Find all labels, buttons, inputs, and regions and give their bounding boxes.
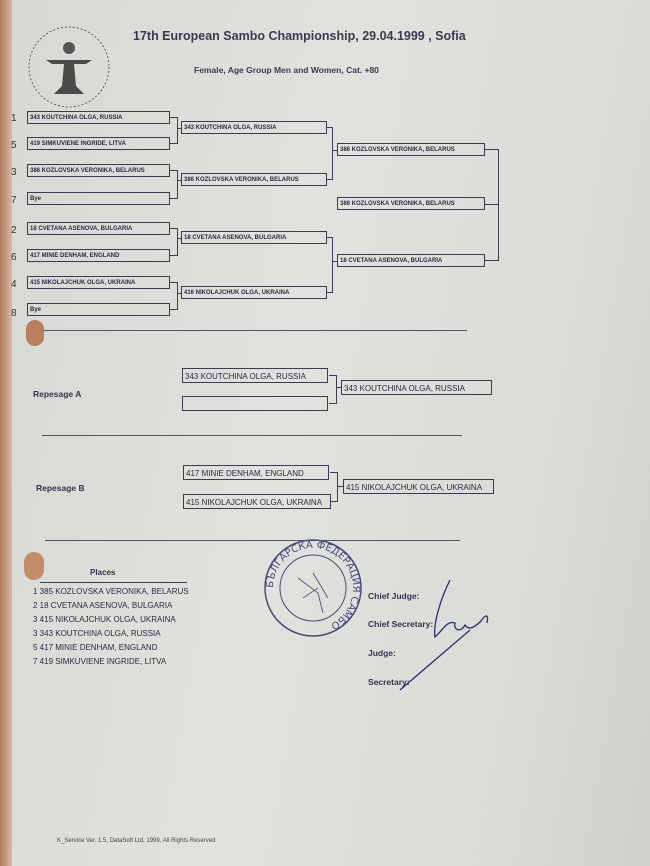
category-subtitle: Female, Age Group Men and Women, Cat. +8… — [194, 65, 379, 75]
connector — [327, 237, 332, 238]
binder-hole — [24, 552, 44, 580]
repesage-entry: 343 KOUTCHINA OLGA, RUSSIA — [182, 368, 328, 383]
connector — [332, 150, 337, 151]
connector — [336, 387, 341, 388]
bracket-entry: Bye — [27, 303, 170, 316]
place-item: 2 18 CVETANA ASENOVA, BULGARIA — [33, 601, 173, 610]
connector — [177, 293, 181, 294]
bracket-entry: 386 KOZLOVSKA VERONIKA, BELARUS — [27, 164, 170, 177]
connector — [170, 170, 177, 171]
connector — [337, 472, 338, 502]
footer-copyright: K_Service Ver. 1.5, DataSoft Ltd. 1999, … — [57, 838, 216, 844]
connector — [177, 228, 178, 256]
connector — [327, 127, 332, 128]
bracket-entry: 419 SIMKUVIENE INGRIDE, LITVA — [27, 137, 170, 150]
connector — [170, 143, 177, 144]
repesage-entry: 417 MINIE DENHAM, ENGLAND — [183, 465, 329, 480]
connector — [485, 260, 498, 261]
connector — [327, 292, 332, 293]
connector — [177, 128, 181, 129]
seed-number: 8 — [11, 308, 17, 319]
page-title: 17th European Sambo Championship, 29.04.… — [133, 29, 466, 43]
connector — [170, 309, 177, 310]
seed-number: 3 — [11, 167, 17, 178]
federation-stamp: БЪЛГАРСКА ФЕДЕРАЦИЯ САМБО — [264, 539, 362, 637]
signature — [399, 579, 489, 691]
connector — [177, 117, 178, 144]
connector — [177, 282, 178, 310]
bracket-entry: 415 NIKOLAJCHUK OLGA, UKRAINA — [27, 276, 170, 289]
connector — [170, 228, 177, 229]
connector — [498, 149, 499, 261]
connector — [332, 261, 337, 262]
repesage-b-label: Repesage B — [36, 483, 85, 493]
bracket-entry: 386 KOZLOVSKA VERONIKA, BELARUS — [337, 143, 485, 156]
bracket-entry: 18 CVETANA ASENOVA, BULGARIA — [27, 222, 170, 235]
bracket-entry: 343 KOUTCHINA OLGA, RUSSIA — [181, 121, 327, 134]
connector — [177, 170, 178, 199]
repesage-entry — [182, 396, 328, 411]
binder-hole — [26, 320, 44, 346]
connector — [329, 403, 336, 404]
connector — [170, 198, 177, 199]
paper-edge — [0, 0, 12, 866]
connector — [330, 472, 337, 473]
secretary-label: Secretary: — [368, 677, 410, 687]
connector — [329, 375, 336, 376]
bracket-entry: 416 NIKOLAJCHUK OLGA, UKRAINA — [181, 286, 327, 299]
chief-secretary-label: Chief Secretary: — [368, 619, 434, 629]
places-title: Places — [90, 568, 116, 577]
bracket-entry: 386 KOZLOVSKA VERONIKA, BELARUS — [181, 173, 327, 186]
connector — [327, 179, 332, 180]
connector — [485, 204, 498, 205]
connector — [170, 255, 177, 256]
seed-number: 4 — [11, 279, 17, 290]
place-item: 7 419 SIMKUVIENE INGRIDE, LITVA — [33, 657, 167, 666]
repesage-entry: 415 NIKOLAJCHUK OLGA, UKRAINA — [183, 494, 331, 509]
connector — [336, 375, 337, 404]
seed-number: 5 — [11, 140, 17, 151]
chief-judge-label: Chief Judge: — [368, 591, 420, 601]
connector — [332, 127, 333, 180]
bracket-entry: 18 CVETANA ASENOVA, BULGARIA — [337, 254, 485, 267]
connector — [170, 117, 177, 118]
bracket-entry: 343 KOUTCHINA OLGA, RUSSIA — [27, 111, 170, 124]
bracket-entry: 417 MINIE DENHAM, ENGLAND — [27, 249, 170, 262]
seed-number: 2 — [11, 225, 17, 236]
judge-label: Judge: — [368, 648, 396, 658]
place-item: 3 415 NIKOLAJCHUK OLGA, UKRAINA — [33, 615, 176, 624]
bracket-entry: 18 CVETANA ASENOVA, BULGARIA — [181, 231, 327, 244]
place-item: 5 417 MINIE DENHAM, ENGLAND — [33, 643, 158, 652]
connector — [332, 237, 333, 293]
connector — [170, 282, 177, 283]
connector — [177, 180, 181, 181]
repesage-a-label: Repesage A — [33, 389, 82, 399]
bracket-winner: 386 KOZLOVSKA VERONIKA, BELARUS — [337, 197, 485, 210]
seed-number: 6 — [11, 252, 17, 263]
place-item: 3 343 KOUTCHINA OLGA, RUSSIA — [33, 629, 161, 638]
repesage-result: 415 NIKOLAJCHUK OLGA, UKRAINA — [343, 479, 494, 494]
connector — [485, 149, 498, 150]
place-item: 1 385 KOZLOVSKA VERONIKA, BELARUS — [33, 587, 189, 596]
championship-logo — [28, 26, 110, 108]
divider — [45, 540, 460, 541]
seed-number: 7 — [11, 195, 17, 206]
bracket-entry: Bye — [27, 192, 170, 205]
divider — [40, 330, 467, 331]
connector — [177, 238, 181, 239]
connector — [331, 501, 337, 502]
divider — [42, 435, 462, 436]
seed-number: 1 — [11, 113, 17, 124]
places-underline — [40, 582, 187, 583]
connector — [337, 486, 343, 487]
repesage-result: 343 KOUTCHINA OLGA, RUSSIA — [341, 380, 492, 395]
